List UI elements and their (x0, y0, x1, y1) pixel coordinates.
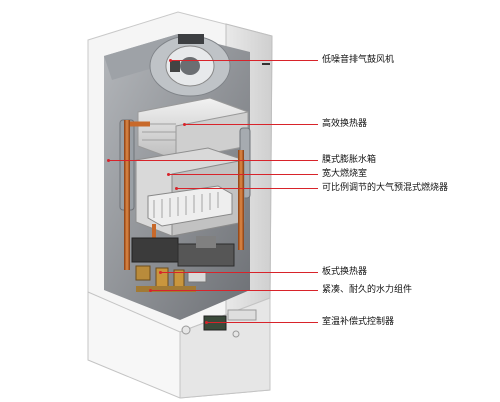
premix-burner-label: 可比例调节的大气预混式燃烧器 (322, 183, 449, 193)
hydraulic-block-label: 紧凑、耐久的水力组件 (322, 285, 413, 295)
hydraulic-block-leader-line (150, 290, 318, 291)
fan-icon (149, 34, 231, 97)
expansion-tank-leader-line (108, 160, 318, 161)
combustion-chamber-label: 宽大燃烧室 (322, 169, 368, 179)
hydraulic-block-icon (131, 236, 235, 292)
premix-burner-leader-line (176, 188, 318, 189)
plate-heat-exchanger-label: 板式换热器 (322, 267, 368, 277)
premix-burner-icon (147, 185, 233, 227)
fan-leader-line (170, 60, 318, 61)
combustion-chamber-leader-line (168, 174, 318, 175)
expansion-tank-label: 膜式膨胀水箱 (322, 155, 377, 165)
room-controller-icon (181, 309, 257, 338)
room-controller-label: 室温补偿式控制器 (322, 317, 395, 327)
room-controller-leader-line (206, 322, 318, 323)
main-heat-exchanger-leader-line (184, 124, 318, 125)
fan-label: 低噪音排气鼓风机 (322, 55, 395, 65)
plate-heat-exchanger-leader-line (160, 272, 318, 273)
main-heat-exchanger-label: 高效换热器 (322, 119, 368, 129)
